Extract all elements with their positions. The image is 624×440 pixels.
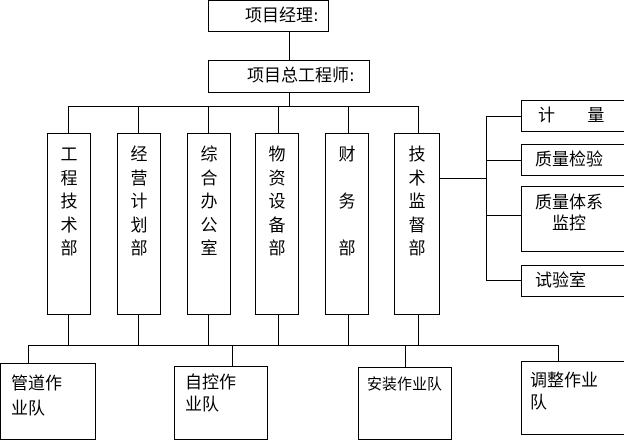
connector-metering bbox=[486, 116, 521, 117]
team-autocontrol-label: 自控作 业队 bbox=[185, 373, 236, 415]
metering-label: 计 量 bbox=[538, 106, 605, 126]
dept-tech-supervision-label: 技 术 监 督 部 bbox=[408, 145, 426, 259]
department-bus-top bbox=[68, 106, 418, 107]
team-pipeline-box: 管道作 业队 bbox=[0, 363, 96, 440]
team-installation-label: 安装作业队 bbox=[367, 375, 443, 393]
connector-dept-4 bbox=[278, 106, 279, 133]
connector-dept-1-down bbox=[68, 314, 69, 345]
team-pipeline-label: 管道作 业队 bbox=[11, 374, 62, 419]
quality-inspection-box: 质量检验 bbox=[521, 144, 624, 176]
connector-team-autocontrol bbox=[232, 345, 233, 366]
dept-materials-equipment-box: 物 资 设 备 部 bbox=[255, 133, 299, 315]
connector-pm-to-chief bbox=[289, 32, 290, 60]
connector-dept-5 bbox=[348, 106, 349, 133]
dept-finance-label: 财 务 部 bbox=[338, 145, 356, 259]
quality-inspection-label: 质量检验 bbox=[535, 150, 603, 170]
dept-finance-box: 财 务 部 bbox=[325, 133, 369, 315]
connector-team-pipeline bbox=[28, 345, 29, 363]
laboratory-label: 试验室 bbox=[535, 271, 586, 291]
connector-dept-6-down bbox=[418, 314, 419, 345]
dept-materials-equipment-label: 物 资 设 备 部 bbox=[268, 145, 286, 259]
team-adjustment-box: 调整作业 队 bbox=[521, 361, 624, 435]
project-manager-label: 项目经理: bbox=[245, 6, 319, 26]
dept-general-office-label: 综 合 办 公 室 bbox=[200, 145, 218, 259]
quality-system-box: 质量体系 监控 bbox=[521, 186, 624, 252]
connector-laboratory bbox=[486, 280, 521, 281]
connector-quality-inspection bbox=[486, 160, 521, 161]
connector-dept-3-down bbox=[208, 314, 209, 345]
chief-engineer-box: 项目总工程师: bbox=[208, 60, 370, 93]
connector-team-adjustment bbox=[558, 345, 559, 361]
connector-team-installation bbox=[405, 345, 406, 367]
connector-dept-4-down bbox=[278, 314, 279, 345]
team-adjustment-label: 调整作业 队 bbox=[530, 371, 598, 413]
dept-general-office-box: 综 合 办 公 室 bbox=[187, 133, 231, 315]
connector-chief-to-bus bbox=[289, 92, 290, 106]
dept-engineering-tech-box: 工 程 技 术 部 bbox=[47, 133, 91, 315]
connector-dept-2-down bbox=[138, 314, 139, 345]
chief-engineer-label: 项目总工程师: bbox=[247, 66, 355, 86]
quality-system-label-line1: 质量体系 bbox=[535, 193, 603, 213]
quality-system-label-line2: 监控 bbox=[552, 214, 586, 234]
connector-dept-1 bbox=[68, 106, 69, 133]
connector-dept-6 bbox=[418, 106, 419, 133]
connector-dept-2 bbox=[138, 106, 139, 133]
supervision-branch-spine bbox=[486, 116, 487, 280]
connector-supervision-out bbox=[440, 178, 486, 179]
dept-business-planning-box: 经 营 计 划 部 bbox=[117, 133, 161, 315]
connector-dept-5-down bbox=[348, 314, 349, 345]
team-autocontrol-box: 自控作 业队 bbox=[174, 366, 268, 440]
project-manager-box: 项目经理: bbox=[208, 0, 329, 32]
team-installation-box: 安装作业队 bbox=[358, 367, 452, 440]
dept-engineering-tech-label: 工 程 技 术 部 bbox=[60, 145, 78, 259]
dept-business-planning-label: 经 营 计 划 部 bbox=[130, 145, 148, 259]
connector-dept-3 bbox=[208, 106, 209, 133]
connector-quality-system bbox=[486, 215, 521, 216]
laboratory-box: 试验室 bbox=[521, 265, 624, 297]
metering-box: 计 量 bbox=[521, 100, 624, 132]
dept-tech-supervision-box: 技 术 监 督 部 bbox=[394, 133, 440, 315]
team-bus-bottom bbox=[28, 345, 558, 346]
